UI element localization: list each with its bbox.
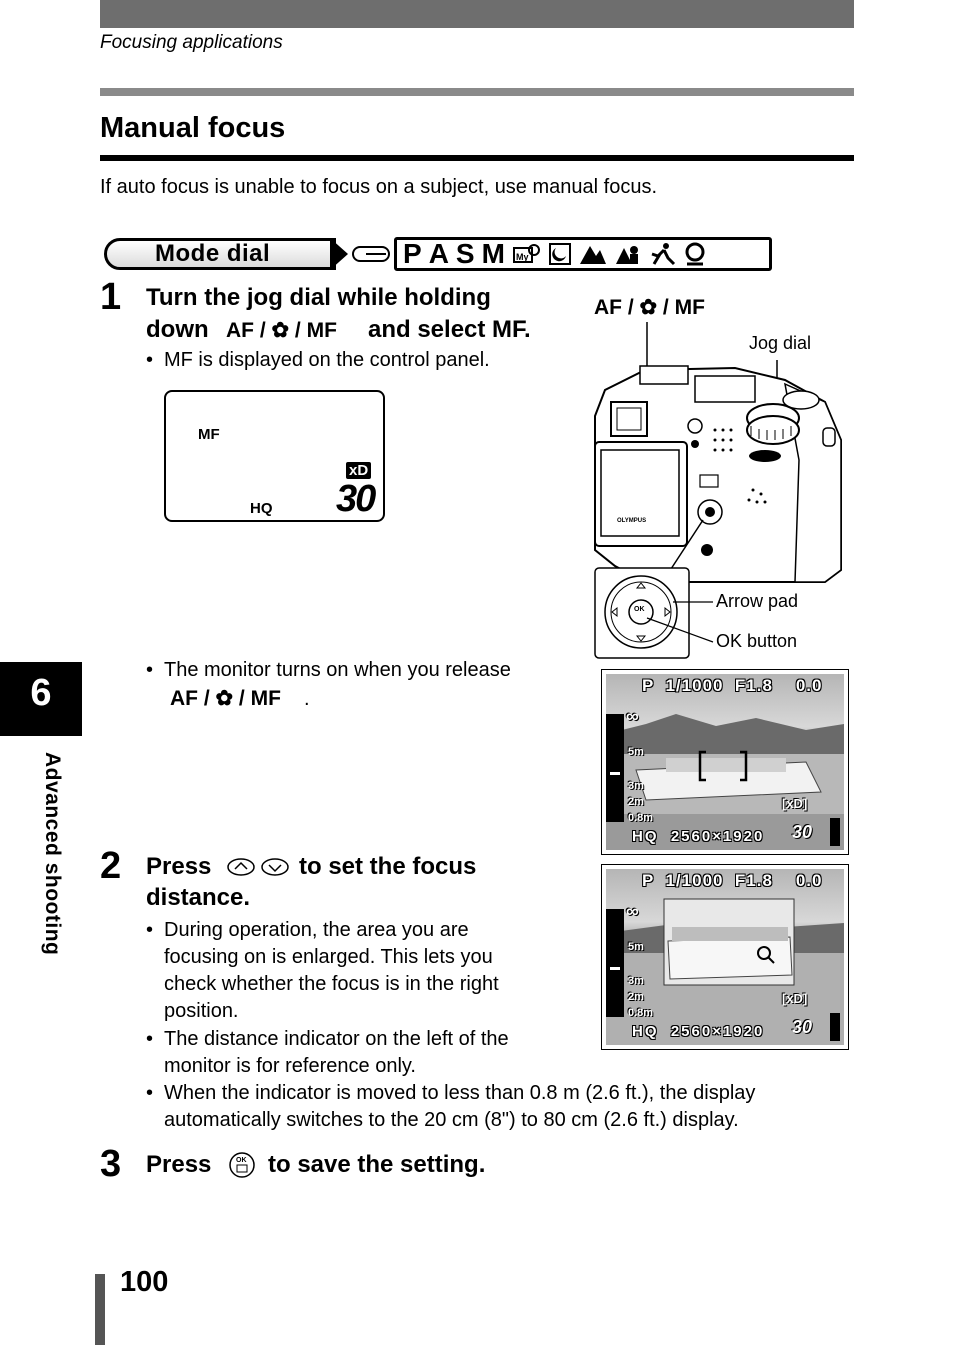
camera-illustration: OLYMPUS OK <box>594 322 842 659</box>
page-number: 100 <box>120 1266 169 1298</box>
page-title: Manual focus <box>100 112 286 144</box>
monitor-media: [xD] <box>782 796 808 811</box>
step-1-line2-post: and select MF. <box>368 316 531 343</box>
step-3-text: to save the setting. <box>268 1151 486 1178</box>
chapter-number: 6 <box>30 672 52 714</box>
distance-3m-2: 3m <box>628 975 644 987</box>
distance-0-8m-2: 0.8m <box>628 1007 654 1019</box>
monitor-resolution-2: HQ 2560×1920 <box>632 1023 765 1040</box>
lcd-hq: HQ <box>250 500 273 517</box>
boat-scene-image <box>606 714 844 850</box>
monitor-screen-enlarged: P 1/1000 F1.8 0.0 ∞ 5m 3m 2m 0.8m [xD] H… <box>601 864 849 1050</box>
step-3-number: 3 <box>100 1143 122 1185</box>
mode-a: A <box>428 238 450 269</box>
monitor-resolution: HQ 2560×1920 <box>632 828 765 845</box>
monitor-count-2: 30 <box>792 1017 813 1037</box>
distance-infinity-2: ∞ <box>626 901 639 921</box>
monitor-note-end: . <box>304 688 310 710</box>
monitor-photo-enlarged <box>606 869 844 1045</box>
sports-icon <box>651 243 675 266</box>
mode-dial-label: Mode dial <box>155 240 271 267</box>
intro-text: If auto focus is unable to focus on a su… <box>100 176 658 198</box>
svg-text:OK: OK <box>236 1157 247 1164</box>
boat-scene-enlarged-image <box>606 898 844 1045</box>
chapter-tab <box>0 662 82 736</box>
monitor-screen-normal: P 1/1000 F1.8 0.0 ∞ 5m 3m 2m 0.8m [xD] H… <box>601 669 849 855</box>
lcd-count: 30 <box>336 478 376 520</box>
distance-0-8m: 0.8m <box>628 812 654 824</box>
monitor-note: •The monitor turns on when you release <box>146 659 511 681</box>
landscape-portrait-icon <box>615 246 638 264</box>
distance-3m: 3m <box>628 780 644 792</box>
chapter-label: Advanced shooting <box>41 752 64 956</box>
arrow-bar-icon <box>352 246 390 262</box>
monitor-count: 30 <box>792 822 813 842</box>
ok-button-label: OK button <box>716 631 798 651</box>
distance-2m-2: 2m <box>628 991 644 1003</box>
step-3-press: Press <box>146 1151 212 1178</box>
mode-p: P <box>403 238 423 269</box>
header-rule <box>100 88 854 96</box>
distance-5m: 5m <box>628 746 644 758</box>
distance-5m-2: 5m <box>628 941 644 953</box>
title-rule <box>100 155 854 161</box>
monitor-photo <box>606 674 844 850</box>
monitor-note-button: AF / ✿ / MF <box>170 687 281 710</box>
distance-scale-2 <box>606 909 624 1017</box>
camera-af-mf-label: AF / ✿ / MF <box>594 296 705 319</box>
af-mf-button-label: AF / ✿ / MF <box>226 319 337 342</box>
mode-list: P A S M My <box>394 237 772 271</box>
ok-button-icon: OK <box>229 1152 255 1178</box>
step-1-bullet: •MF is displayed on the control panel. <box>146 349 490 371</box>
step-2-line2: distance. <box>146 884 251 911</box>
jog-dial-label: Jog dial <box>749 333 812 353</box>
svg-text:My: My <box>516 252 529 262</box>
arrow-pad-label: Arrow pad <box>716 591 799 611</box>
section-label: Focusing applications <box>100 32 283 53</box>
distance-2m: 2m <box>628 796 644 808</box>
page-number-bar <box>95 1274 105 1345</box>
step-1-line2-pre: down <box>146 316 209 343</box>
step-1-line1: Turn the jog dial while holding <box>146 284 491 311</box>
control-panel-lcd: MF xD 30 HQ <box>164 390 385 522</box>
portrait-icon <box>685 242 705 266</box>
distance-infinity: ∞ <box>626 706 639 726</box>
monitor-exposure-info-2: P 1/1000 F1.8 0.0 <box>642 871 823 890</box>
mode-dial-arrow <box>330 238 348 270</box>
header-bar <box>100 0 854 28</box>
landscape-icon <box>579 246 606 264</box>
step-2-number: 2 <box>100 845 122 887</box>
monitor-exposure-info: P 1/1000 F1.8 0.0 <box>642 676 823 695</box>
up-down-arrow-icons <box>227 858 289 876</box>
mode-m: M <box>481 238 506 269</box>
distance-scale <box>606 714 624 822</box>
svg-text:OK: OK <box>634 606 645 613</box>
lcd-mf: MF <box>198 426 220 443</box>
monitor-media-2: [xD] <box>782 991 808 1006</box>
step-2-line1-post: to set the focus <box>299 853 477 880</box>
mode-s: S <box>455 238 476 269</box>
night-scene-icon <box>548 243 571 265</box>
my-mode-icon: My <box>512 244 540 263</box>
lcd-xd-badge: xD <box>346 462 372 479</box>
mode-dial-pill <box>104 238 336 270</box>
step-1-number: 1 <box>100 276 122 318</box>
svg-text:OLYMPUS: OLYMPUS <box>617 518 646 524</box>
step-2-press: Press <box>146 853 212 880</box>
